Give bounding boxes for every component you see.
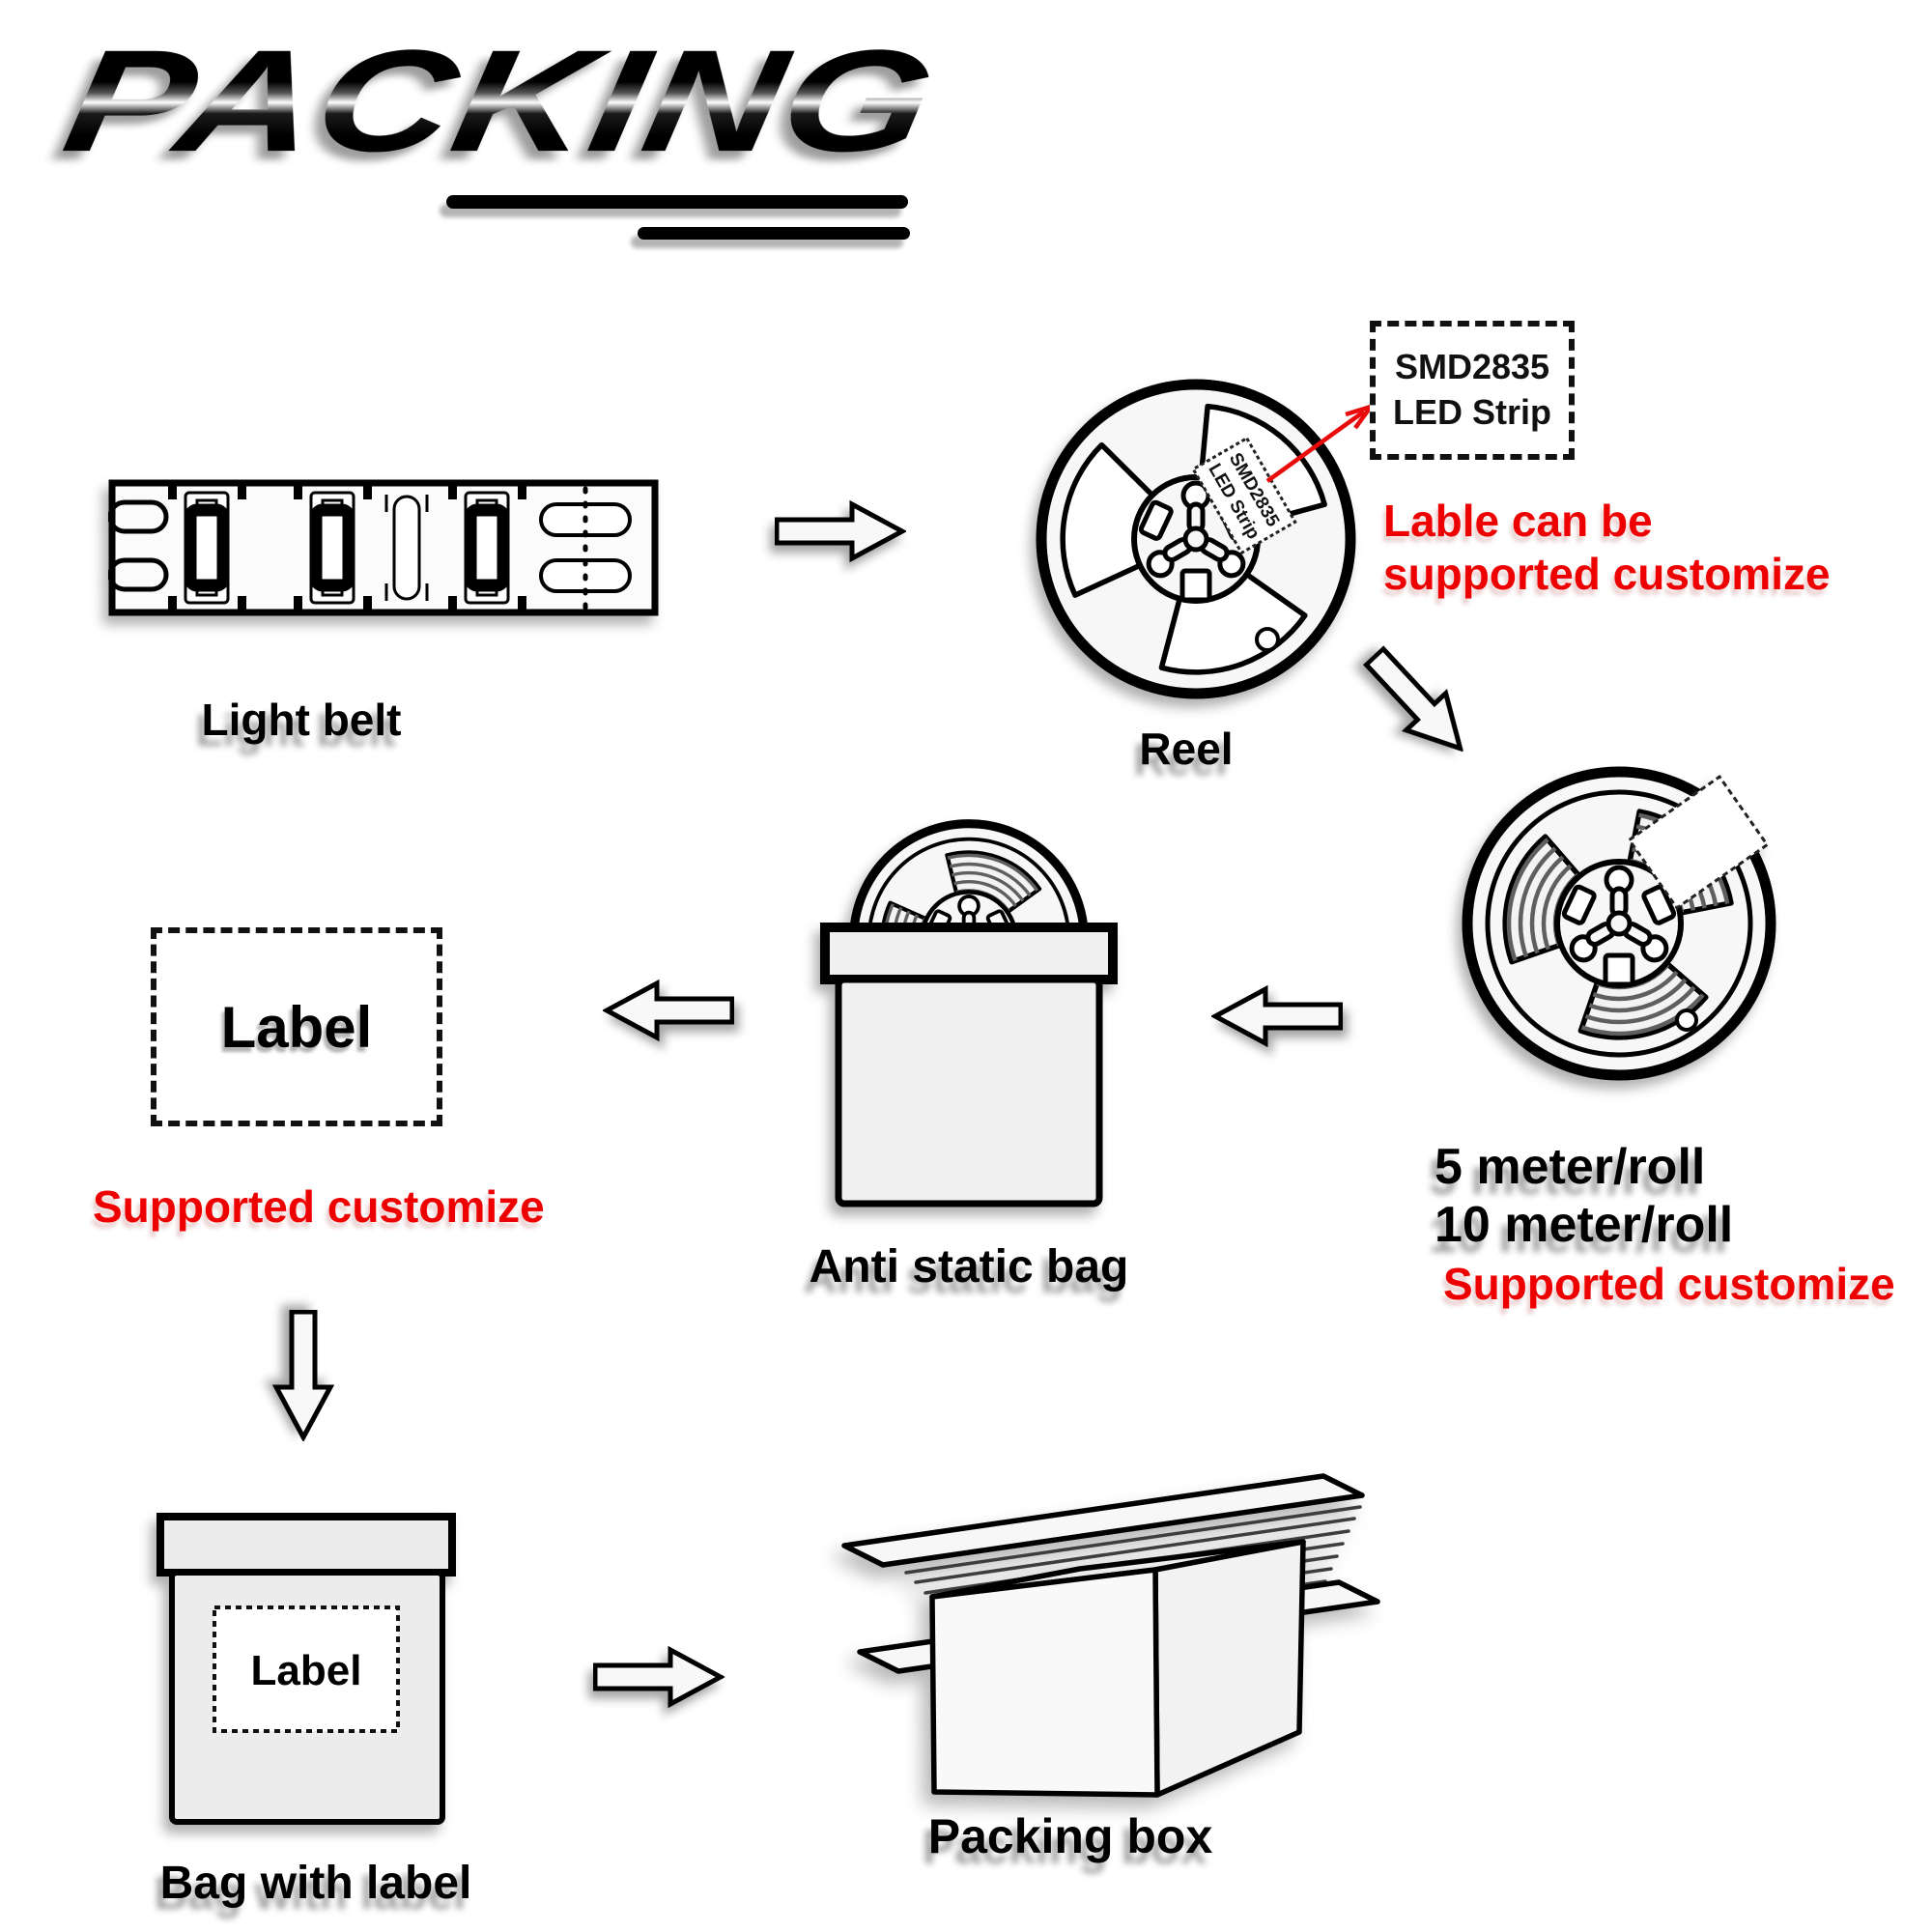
wound-reel-illustration (1462, 766, 1776, 1081)
arrow-right-icon-2 (593, 1646, 724, 1708)
arrow-down-right-icon (1362, 645, 1464, 753)
bag-with-label-illustration: Label (156, 1513, 456, 1825)
callout-note-line1: Lable can be (1383, 496, 1653, 546)
anti-static-bag-illustration (820, 819, 1118, 1208)
bag-with-label-caption: Bag with label (159, 1858, 472, 1909)
title-underline (446, 195, 908, 209)
roll-line2: 10 meter/roll (1435, 1197, 1734, 1253)
reel-caption: Reel (1139, 724, 1234, 774)
callout-note-line2: supported customize (1383, 549, 1831, 600)
callout-line1: SMD2835 (1394, 347, 1550, 387)
label-callout-box: SMD2835 LED Strip (1370, 321, 1575, 460)
arrow-left-icon (1211, 985, 1343, 1047)
light-belt-caption: Light belt (201, 695, 402, 745)
led-strip-illustration (108, 479, 659, 616)
bag-label-text: Label (251, 1647, 362, 1694)
label-box: Label (151, 927, 442, 1126)
callout-line2: LED Strip (1392, 392, 1551, 432)
anti-static-bag-caption: Anti static bag (809, 1241, 1129, 1293)
arrow-right-icon (775, 500, 906, 562)
reel-illustration: SMD2835 LED Strip (1036, 379, 1356, 699)
label-box-note: Supported customize (93, 1181, 545, 1232)
wound-reel-label (1627, 774, 1770, 911)
label-box-text: Label (220, 994, 373, 1060)
arrow-down-icon (272, 1310, 334, 1441)
callout-note: Lable can be supported customize (1383, 495, 1831, 601)
roll-line1: 5 meter/roll (1435, 1139, 1706, 1195)
packing-box-illustration (841, 1473, 1380, 1798)
packing-box-caption: Packing box (927, 1809, 1213, 1863)
page-title: PACKING (53, 19, 947, 182)
roll-note: Supported customize (1443, 1259, 1895, 1309)
title-underline-2 (638, 227, 910, 240)
arrow-left-icon-2 (603, 980, 734, 1041)
